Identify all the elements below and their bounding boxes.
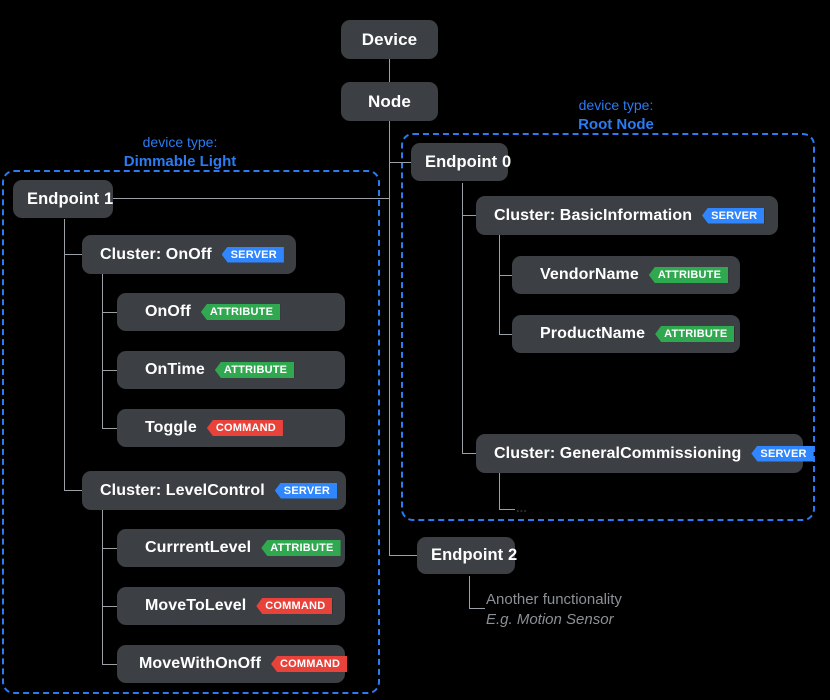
node-cluster-basicinformation-label: Cluster: BasicInformation [494,206,693,224]
badge-command: COMMAND [206,420,283,436]
connector-endpoint2-note [469,608,485,609]
node-endpoint-1-label: Endpoint 1 [27,189,114,208]
connector-device-node [389,58,390,82]
node-attribute-vendorname-label: VendorName [540,266,639,283]
node-attribute-onoff[interactable]: OnOff ATTRIBUTE [117,293,345,331]
connector-generalcommissioning-more [499,509,515,510]
node-attribute-currrentlevel-label: CurrrentLevel [145,539,252,556]
badge-command: COMMAND [256,598,333,614]
generalcommissioning-more-ellipsis: ... [516,500,527,515]
connector-endpoint0-trunk [462,183,463,453]
node-cluster-onoff[interactable]: Cluster: OnOff SERVER [82,235,296,274]
node-endpoint-2[interactable]: Endpoint 2 [417,537,518,574]
node-attribute-ontime-label: OnTime [145,361,205,378]
node-cluster-levelcontrol[interactable]: Cluster: LevelControl SERVER [82,471,346,510]
endpoint2-note: Another functionality E.g. Motion Sensor [486,590,622,630]
connector-levelcontrol-trunk [102,509,103,664]
connector-onoff-member-0 [102,312,118,313]
badge-server: SERVER [702,207,765,224]
endpoint2-note-line2: E.g. Motion Sensor [486,611,614,628]
connector-basicinformation-trunk [499,234,500,334]
node-cluster-generalcommissioning-label: Cluster: GeneralCommissioning [494,444,742,462]
node-attribute-productname-label: ProductName [540,325,646,342]
connector-trunk-endpoint1 [112,198,390,199]
device-type-prefix: device type: [142,134,218,150]
node-command-toggle-label: Toggle [145,419,197,436]
badge-server: SERVER [221,246,284,263]
node-node[interactable]: Node [341,82,438,121]
badge-attribute: ATTRIBUTE [648,267,729,283]
connector-endpoint2-trunk [469,576,470,608]
connector-endpoint0-generalcommissioning [462,453,478,454]
node-device-label: Device [361,29,418,49]
connector-levelcontrol-member-1 [102,606,118,607]
node-attribute-vendorname[interactable]: VendorName ATTRIBUTE [512,256,740,294]
badge-attribute: ATTRIBUTE [214,362,295,378]
device-type-name: Dimmable Light [123,153,237,170]
endpoint2-note-line1: Another functionality [486,591,622,608]
connector-basicinformation-member-0 [499,275,513,276]
node-endpoint-0-label: Endpoint 0 [425,152,512,171]
badge-attribute: ATTRIBUTE [655,326,735,342]
node-command-movewithonoff-label: MoveWithOnOff [139,655,262,672]
connector-generalcommissioning-trunk [499,472,500,509]
node-node-label: Node [368,91,411,111]
node-command-movewithonoff[interactable]: MoveWithOnOff COMMAND [117,645,348,683]
connector-trunk-endpoint0 [389,162,411,163]
node-attribute-currrentlevel[interactable]: CurrrentLevel ATTRIBUTE [117,529,345,567]
connector-onoff-member-1 [102,370,118,371]
connector-node-trunk [389,120,390,555]
device-type-caption-dimmable-light: device type: Dimmable Light [80,133,280,171]
badge-command: COMMAND [271,656,348,672]
node-attribute-productname[interactable]: ProductName ATTRIBUTE [512,315,740,353]
node-cluster-onoff-label: Cluster: OnOff [100,245,212,263]
node-command-toggle[interactable]: Toggle COMMAND [117,409,345,447]
connector-endpoint1-levelcontrol [64,490,82,491]
node-attribute-onoff-label: OnOff [145,303,191,320]
node-endpoint-1[interactable]: Endpoint 1 [13,180,113,218]
connector-levelcontrol-member-0 [102,548,118,549]
device-type-prefix: device type: [578,97,654,113]
connector-endpoint0-basicinformation [462,215,478,216]
badge-attribute: ATTRIBUTE [200,304,281,320]
connector-endpoint1-trunk [64,219,65,491]
node-command-movetolevel-label: MoveToLevel [145,597,247,614]
node-endpoint-2-label: Endpoint 2 [431,546,518,564]
connector-endpoint1-onoff [64,254,82,255]
node-command-movetolevel[interactable]: MoveToLevel COMMAND [117,587,345,625]
node-endpoint-0[interactable]: Endpoint 0 [411,143,512,181]
node-cluster-levelcontrol-label: Cluster: LevelControl [100,481,265,499]
device-type-group-dimmable-light [2,170,380,694]
connector-onoff-member-2 [102,428,118,429]
node-attribute-ontime[interactable]: OnTime ATTRIBUTE [117,351,345,389]
connector-levelcontrol-member-2 [102,664,118,665]
node-cluster-basicinformation[interactable]: Cluster: BasicInformation SERVER [476,196,778,235]
device-type-caption-root-node: device type: Root Node [516,96,716,134]
badge-server: SERVER [751,445,814,462]
device-type-name: Root Node [578,116,654,133]
badge-attribute: ATTRIBUTE [261,540,341,556]
badge-server: SERVER [274,482,338,499]
node-device[interactable]: Device [341,20,438,59]
connector-onoff-trunk [102,273,103,428]
device-type-group-root-node [401,133,815,521]
connector-trunk-endpoint2 [389,555,417,556]
connector-basicinformation-member-1 [499,334,513,335]
node-cluster-generalcommissioning[interactable]: Cluster: GeneralCommissioning SERVER [476,434,814,473]
